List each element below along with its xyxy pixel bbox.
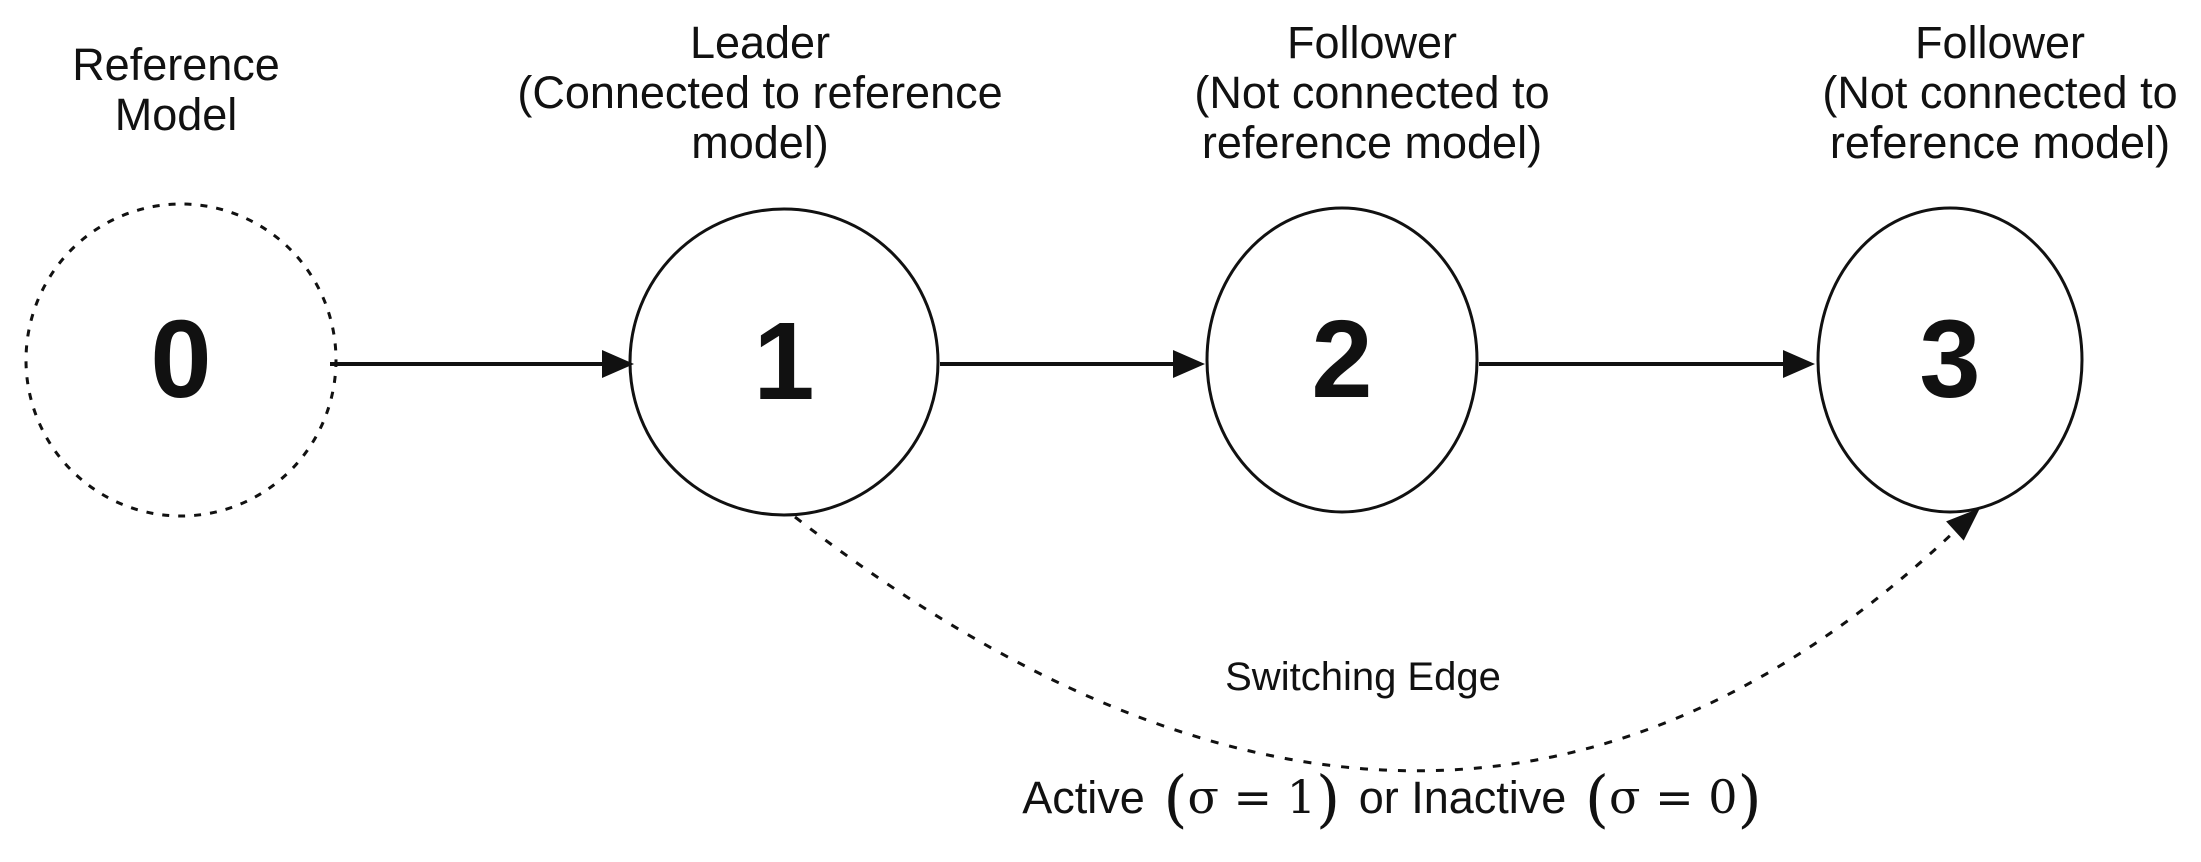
switching-edge-curve — [794, 515, 1958, 773]
edge-1-2-arrowhead-icon — [1173, 350, 1205, 378]
annotation-active-math: (σ = 1) — [1163, 763, 1340, 833]
switching-edge-arrowhead-icon — [1946, 508, 1980, 541]
close-paren: ) — [1316, 761, 1341, 835]
annotation-inactive-math: (σ = 0) — [1585, 763, 1762, 833]
node-3-role-label: Follower (Not connected to reference mod… — [1822, 17, 2178, 168]
open-paren: ( — [1584, 761, 1610, 835]
edge-0-1-arrowhead-icon — [602, 350, 634, 378]
node-3-circle — [1816, 206, 2084, 514]
node-2-circle — [1205, 206, 1479, 514]
node-1-label: 1 — [753, 300, 815, 423]
node-0-circle-dashed — [24, 202, 338, 518]
annotation-inactive-body: σ = 0 — [1609, 770, 1738, 824]
switching-edge-label: Switching Edge — [1225, 655, 1501, 699]
annotation-or-word: or Inactive — [1358, 772, 1567, 823]
switching-edge-annotation: Active (σ = 1) or Inactive (σ = 0) — [945, 762, 1845, 834]
edge-2-3-arrowhead-icon — [1783, 350, 1815, 378]
node-0-role-label: Reference Model — [72, 39, 280, 140]
node-1-role-label: Leader (Connected to reference model) — [517, 17, 1003, 168]
node-0-label: 0 — [150, 298, 212, 421]
open-paren: ( — [1163, 761, 1188, 835]
node-2-label: 2 — [1311, 298, 1373, 421]
annotation-active-body: σ = 1 — [1187, 770, 1316, 824]
node-3-label: 3 — [1919, 298, 1981, 421]
close-paren: ) — [1737, 761, 1762, 835]
node-2-role-label: Follower (Not connected to reference mod… — [1194, 17, 1550, 168]
node-1-circle — [628, 207, 940, 517]
annotation-active-word: Active — [1022, 772, 1145, 823]
